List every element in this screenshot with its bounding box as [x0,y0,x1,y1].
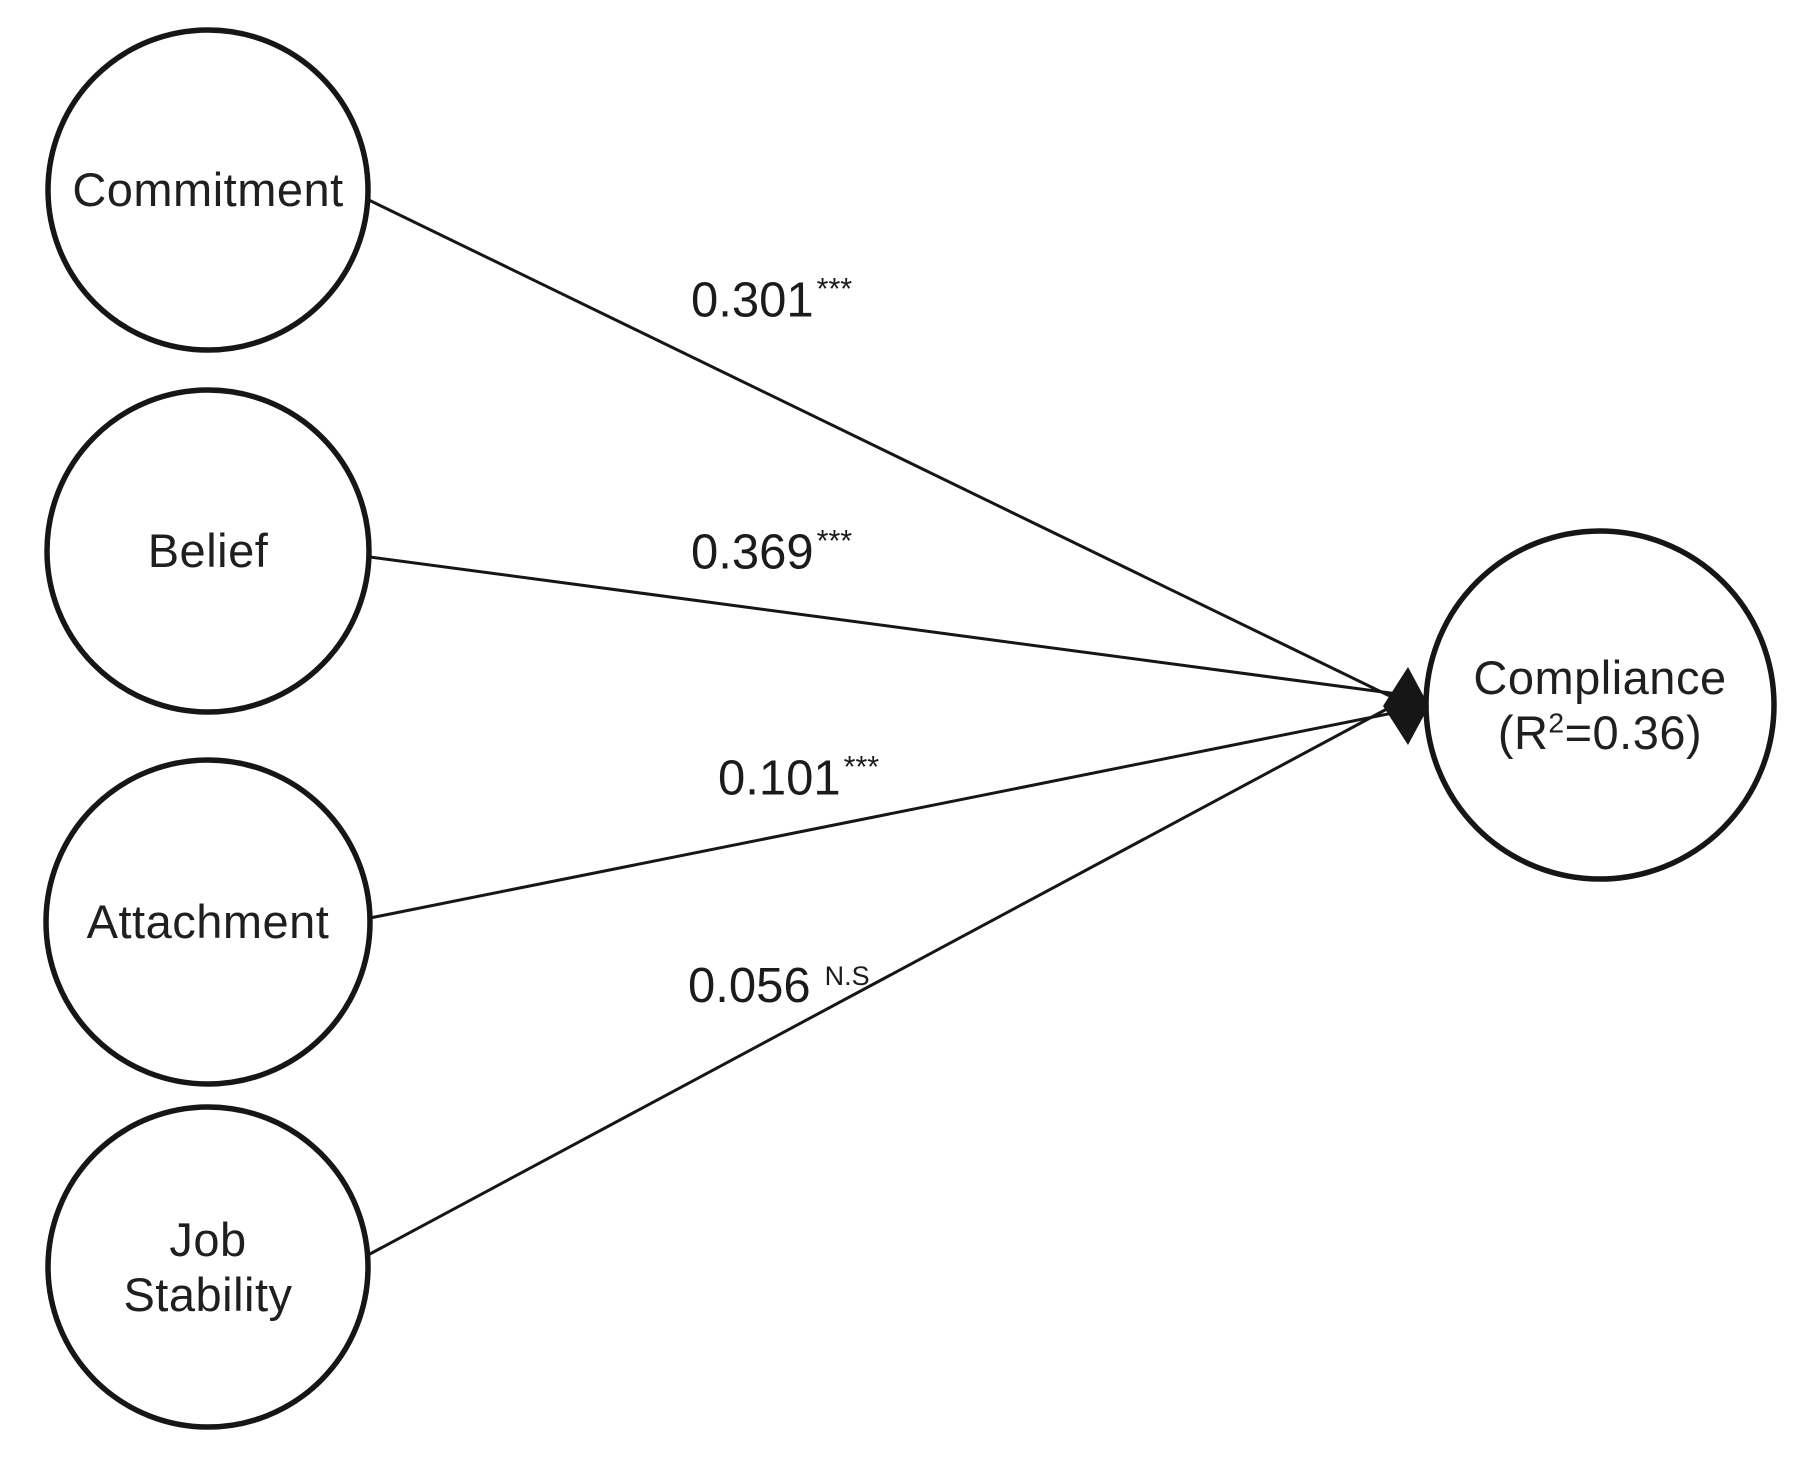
significance-marker: *** [843,750,880,784]
belief-label: Belief [147,524,269,578]
node-circle-jobstability [45,1104,371,1430]
node-label-commitment: Commitment [48,30,368,350]
compliance-r2-exponent: 2 [1548,706,1565,739]
path-line-jobstability-compliance [339,701,1399,1272]
node-circle-attachment [43,757,373,1087]
path-line-attachment-compliance [339,710,1399,926]
coefficient-value: 0.056 [688,959,811,1013]
arrowhead-icon [1383,667,1429,745]
path-coefficient-commitment: 0.301*** [691,274,852,325]
attachment-label: Attachment [86,895,330,949]
node-label-belief: Belief [47,390,369,712]
compliance-r2-value: (R2=0.36) [1473,705,1726,760]
significance-marker: *** [816,272,853,306]
significance-marker: *** [816,524,853,558]
node-label-jobstability: Job Stability [48,1107,368,1427]
path-coefficient-jobstability: 0.056 N.S [688,962,870,1011]
compliance-r2-prefix: (R [1497,706,1549,759]
node-circle-belief [44,387,372,715]
node-label-attachment: Attachment [46,760,370,1084]
path-line-commitment-compliance [339,184,1399,702]
jobstability-label-line1: Job [169,1212,247,1266]
coefficient-value: 0.101 [718,751,841,806]
compliance-label: Compliance [1473,650,1727,704]
node-circle-commitment [45,27,371,353]
coefficient-value: 0.301 [691,273,814,328]
node-label-compliance: Compliance (R2=0.36) [1426,531,1774,879]
path-coefficient-belief: 0.369*** [691,526,852,577]
jobstability-label-line2: Stability [123,1268,293,1321]
path-line-belief-compliance [339,551,1399,696]
coefficient-value: 0.369 [691,525,814,580]
significance-marker: N.S [824,960,870,991]
compliance-r2-suffix: =0.36) [1564,706,1703,759]
path-coefficient-attachment: 0.101*** [718,752,879,803]
path-lines [339,184,1399,1272]
node-circles [43,27,1777,1430]
commitment-label: Commitment [72,163,344,217]
